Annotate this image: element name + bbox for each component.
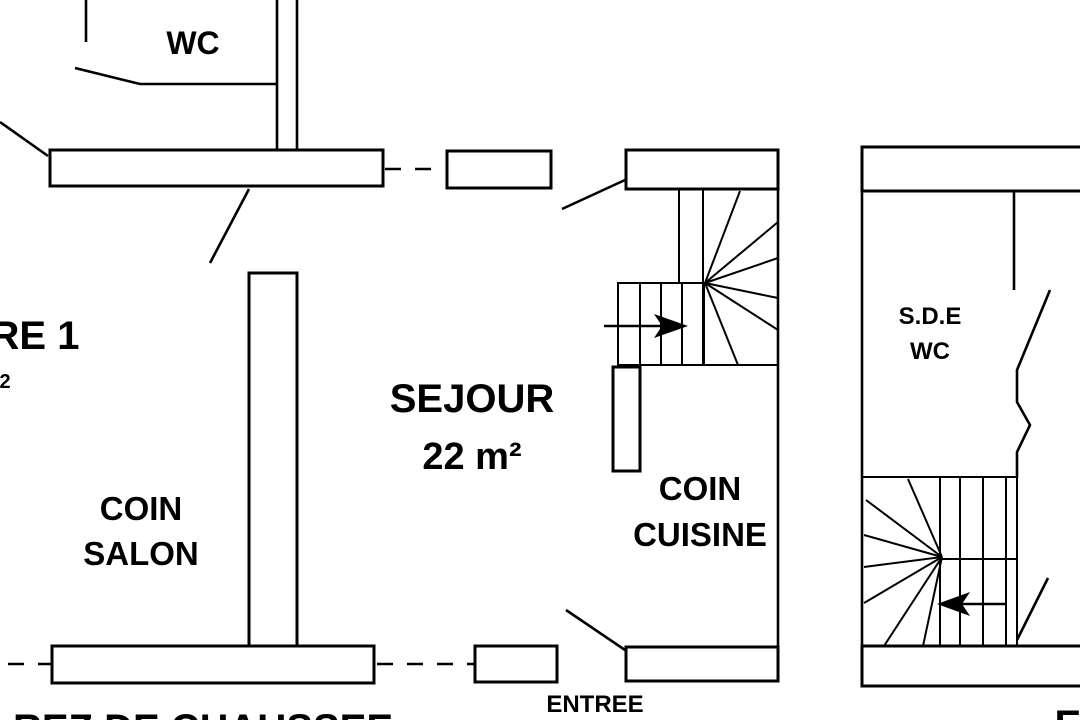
stair-arrow-icon (604, 314, 688, 338)
door-left-edge (0, 120, 49, 158)
staircase-right (862, 476, 1018, 647)
room-area-chambre: 2 (0, 371, 11, 393)
door-kitchen-top (561, 178, 626, 211)
stair-right-arrow-icon (937, 592, 1006, 616)
doors (0, 0, 626, 652)
wall-top-window (445, 149, 553, 190)
room-label-sejour: SEJOUR (390, 377, 555, 421)
walls-right (860, 145, 1080, 688)
wall-top-kitchen (624, 148, 780, 191)
room-label-chambre: RE 1 (0, 314, 79, 358)
staircase-center (604, 189, 779, 366)
level-label-rdc: REZ DE CHAUSSEE (13, 707, 393, 720)
walls (48, 0, 780, 685)
room-label-cuisine-line2: CUISINE (633, 516, 767, 553)
wall-right-bottom (860, 644, 1080, 688)
door-entree (565, 608, 626, 652)
room-label-sde-wc: WC (910, 338, 950, 365)
wall-right-top (860, 145, 1080, 193)
room-label-sde: S.D.E (899, 303, 962, 330)
door-chambre (208, 188, 251, 264)
stair-right-winder-steps (863, 478, 943, 647)
room-label-cuisine-line1: COIN (659, 470, 742, 507)
room-label-salon-line2: SALON (83, 535, 199, 572)
wall-bottom-left (50, 644, 376, 685)
room-label-wc: WC (166, 25, 219, 61)
label-entree: ENTREE (546, 691, 643, 718)
room-label-salon-line1: COIN (100, 490, 183, 527)
wall-partition-salon (247, 271, 299, 649)
wall-bottom-kitchen (624, 645, 780, 683)
level-label-etage: ET (1054, 703, 1080, 720)
wall-stair-half (611, 365, 642, 473)
stair-winder-steps (704, 190, 779, 366)
door-sde (1015, 289, 1052, 478)
door-right-lower (1015, 577, 1050, 641)
wall-top-left (48, 148, 385, 188)
room-area-sejour: 22 m² (422, 436, 521, 478)
wall-bottom-window (473, 644, 559, 684)
door-wc (74, 66, 141, 86)
labels: WC RE 1 2 SEJOUR 22 m² COIN SALON COIN C… (0, 25, 1080, 720)
windows (8, 167, 475, 666)
